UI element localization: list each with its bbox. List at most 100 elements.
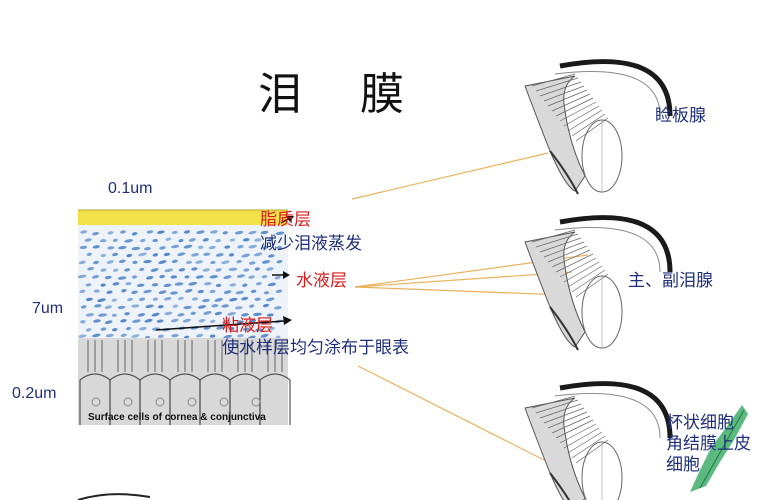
- goblet-cell-accent: [690, 405, 748, 492]
- gland-duct: [539, 237, 582, 253]
- aqueous-dash: [146, 230, 154, 234]
- page-title: 泪 膜: [258, 69, 426, 120]
- gland-duct: [567, 109, 603, 132]
- aqueous-dash: [195, 260, 203, 264]
- aqueous-dash: [104, 320, 113, 325]
- aqueous-dash: [222, 231, 228, 235]
- aqueous-dash: [85, 297, 93, 302]
- aqueous-dash: [139, 297, 146, 301]
- connector-meibomian: [351, 152, 549, 200]
- aqueous-dash: [143, 289, 152, 294]
- aqueous-dash: [93, 319, 101, 323]
- aqueous-dash: [274, 306, 282, 310]
- aqueous-dash: [158, 260, 167, 265]
- aqueous-dash: [171, 259, 178, 264]
- gland-duct: [535, 399, 579, 414]
- aqueous-dash: [156, 319, 164, 323]
- aqueous-dash: [243, 268, 250, 272]
- gland-duct: [531, 395, 576, 409]
- aqueous-dash: [223, 275, 232, 280]
- aqueous-dash: [126, 326, 132, 331]
- gland-duct: [563, 261, 600, 283]
- aqueous-dash: [126, 253, 133, 258]
- aqueous-dash: [267, 282, 277, 287]
- aqueous-dash: [248, 230, 257, 235]
- aqueous-dash: [254, 267, 261, 271]
- aqueous-dash: [150, 268, 159, 272]
- aqueous-dash: [131, 290, 138, 294]
- gland-duct: [547, 89, 588, 107]
- aqueous-dash: [262, 303, 270, 308]
- eye-section-lacrimal: [524, 215, 673, 351]
- aqueous-dash: [131, 246, 141, 251]
- eye-section-goblet: [524, 381, 673, 500]
- aqueous-dash: [100, 253, 107, 258]
- aqueous-dash: [209, 275, 218, 279]
- lipid-layer-name: 脂质层: [260, 210, 311, 230]
- aqueous-dash: [144, 247, 151, 251]
- aqueous-dash: [203, 252, 211, 256]
- aqueous-dash: [139, 267, 145, 272]
- aqueous-dash: [261, 260, 271, 264]
- gland-duct: [555, 419, 594, 439]
- aqueous-dash: [241, 296, 249, 301]
- lid-margin: [549, 306, 579, 351]
- aqueous-dash: [124, 268, 131, 272]
- aqueous-dash: [94, 304, 102, 308]
- cornea-arc: [559, 59, 673, 117]
- epithelium-cells: [78, 338, 288, 425]
- aqueous-dash: [132, 260, 138, 264]
- aqueous-dash: [267, 238, 273, 242]
- aqueous-dash: [191, 297, 199, 301]
- aqueous-dash: [91, 275, 100, 279]
- goblet-label-line-2: 角结膜上皮: [666, 434, 751, 454]
- aqueous-dash: [198, 318, 206, 323]
- aqueous-dash: [144, 318, 153, 323]
- aqueous-dash: [254, 238, 262, 242]
- aqueous-dash: [241, 253, 250, 258]
- aqueous-dash: [182, 318, 191, 323]
- aqueous-dash: [249, 304, 255, 308]
- aqueous-dash: [250, 289, 257, 294]
- aqueous-dash: [202, 238, 209, 242]
- inner-arc: [554, 71, 661, 117]
- aqueous-thickness-label: 7um: [32, 300, 64, 317]
- aqueous-dash: [188, 238, 196, 242]
- aqueous-dash: [105, 333, 114, 338]
- aqueous-dash: [163, 296, 172, 301]
- aqueous-dash: [174, 282, 184, 286]
- gland-duct: [547, 411, 588, 429]
- aqueous-dash: [255, 328, 263, 332]
- aqueous-dash: [100, 327, 107, 331]
- gland-duct: [567, 265, 603, 288]
- aqueous-dash: [266, 313, 274, 317]
- aqueous-dash: [170, 275, 178, 279]
- aqueous-dash: [221, 304, 230, 308]
- aqueous-dash: [214, 298, 223, 302]
- aqueous-dash: [92, 333, 101, 338]
- aqueous-dash: [235, 290, 244, 295]
- gland-duct: [555, 97, 594, 117]
- eye-section-meibomian: [524, 59, 673, 195]
- aqueous-dash: [140, 238, 146, 243]
- aqueous-dash: [131, 275, 137, 279]
- gland-duct: [571, 269, 606, 293]
- aqueous-layer-name: 水液层: [296, 271, 347, 291]
- mucin-thickness-label: 0.2um: [12, 385, 57, 402]
- aqueous-dash: [241, 313, 249, 317]
- illustration-caption: Surface cells of cornea & conjunctiva: [88, 412, 266, 423]
- aqueous-dash: [197, 289, 204, 294]
- aqueous-dash: [177, 252, 186, 257]
- cell-nucleus: [155, 397, 165, 407]
- aqueous-dash: [203, 282, 212, 286]
- aqueous-dash: [127, 297, 134, 302]
- aqueous-dash: [124, 312, 130, 316]
- mucin-layer-name: 粘液层: [222, 316, 273, 336]
- aqueous-dash: [93, 289, 100, 293]
- aqueous-dash: [209, 289, 216, 294]
- gland-duct: [531, 229, 576, 243]
- aqueous-dash: [120, 333, 127, 338]
- aqueous-dash: [191, 253, 199, 257]
- gland-duct: [559, 101, 597, 122]
- aqueous-dash: [139, 326, 147, 331]
